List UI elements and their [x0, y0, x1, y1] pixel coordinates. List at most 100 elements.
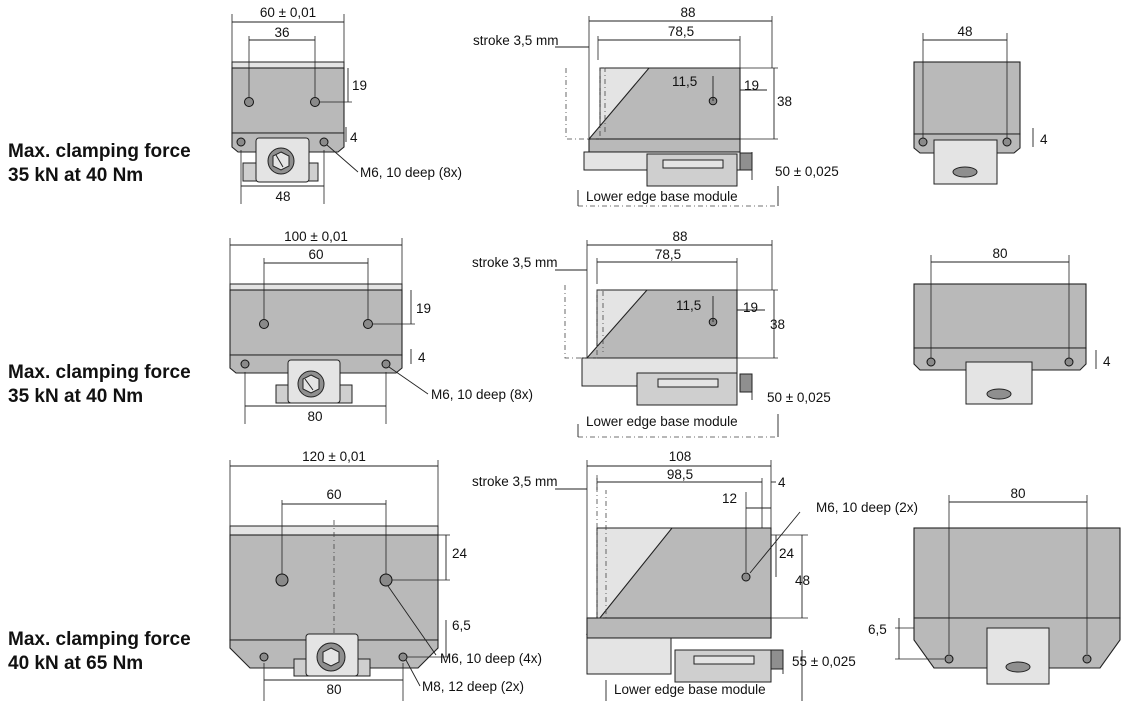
- dim-inner: 98,5: [667, 467, 693, 482]
- nut: [770, 649, 784, 670]
- thread-hole: [381, 359, 391, 369]
- side-thread-label: M6, 10 deep (2x): [816, 500, 918, 515]
- end-nut: [1005, 661, 1031, 673]
- thread-hole: [944, 654, 954, 664]
- dim-width: 80: [992, 246, 1007, 261]
- dim-height: 38: [770, 317, 785, 332]
- dim-offset: 12: [722, 491, 737, 506]
- dim-width: 48: [957, 24, 972, 39]
- front-view-row-3: 120 ± 0,01 60 24 6,5 80 M6, 10 deep (4x)…: [229, 449, 542, 701]
- side-view-row-3: 108 98,5 stroke 3,5 mm 4 12 M6, 10 deep …: [472, 449, 918, 701]
- dim-holes: 60: [326, 487, 341, 502]
- dim-small: 19: [743, 300, 758, 315]
- dim-base: 48: [275, 189, 290, 204]
- base-plate: [586, 637, 672, 675]
- thread-hole: [259, 319, 269, 329]
- caption-row-3: Max. clamping force 40 kN at 65 Nm: [8, 628, 191, 676]
- top-plate: [229, 283, 403, 291]
- caption-line: Max. clamping force: [8, 362, 191, 383]
- thread-hole: [363, 319, 373, 329]
- caption-line: 35 kN at 40 Nm: [8, 165, 144, 186]
- dim-lower: 6,5: [452, 618, 471, 633]
- end-body: [913, 61, 1021, 135]
- dim-lower: 4: [350, 130, 358, 145]
- end-body: [913, 283, 1087, 349]
- dim-height: 48: [795, 573, 810, 588]
- side-view-row-2: 88 78,5 stroke 3,5 mm 11,5 19 38 50 ± 0,…: [472, 229, 831, 438]
- nut: [739, 152, 753, 171]
- front-view-row-2: 100 ± 0,01 60 19 4 80 M6, 10 deep (8x): [229, 229, 533, 424]
- end-spindle: [986, 627, 1050, 685]
- thread-hole: [918, 137, 928, 147]
- dim-holes: 36: [274, 25, 289, 40]
- thread-hole: [310, 97, 320, 107]
- caption-row-2: Max. clamping force 35 kN at 40 Nm: [8, 361, 191, 409]
- caption-row-1: Max. clamping force 35 kN at 40 Nm: [8, 140, 191, 188]
- dim-base-height: 50 ± 0,025: [775, 164, 839, 179]
- end-view-row-3: 80 6,5: [868, 486, 1121, 685]
- dim-height: 19: [352, 78, 367, 93]
- thread-hole: [1064, 357, 1074, 367]
- dim-inner: 78,5: [655, 247, 681, 262]
- side-view-row-1: 88 78,5 stroke 3,5 mm 11,5 19 38 50 ± 0,…: [473, 5, 839, 207]
- stroke-label: stroke 3,5 mm: [473, 33, 559, 48]
- thread-hole: [236, 137, 246, 147]
- dim-lower: 4: [1103, 354, 1111, 369]
- dim-total: 88: [680, 5, 695, 20]
- spindle-slot: [657, 378, 719, 388]
- thread-hole: [1002, 137, 1012, 147]
- base-label: Lower edge base module: [614, 682, 766, 697]
- thread-hole: [379, 573, 393, 587]
- dim-lower: 6,5: [868, 622, 887, 637]
- stroke-label: stroke 3,5 mm: [472, 255, 558, 270]
- hex-socket: [302, 374, 320, 394]
- dim-right: 4: [778, 475, 786, 490]
- dim-height: 24: [452, 546, 468, 561]
- dim-offset: 11,5: [676, 298, 701, 313]
- front-view-row-1: 60 ± 0,01 36 19 4 48 M6, 10 deep (8x): [231, 5, 462, 204]
- thread-hole: [275, 573, 289, 587]
- jaw-base: [586, 617, 772, 639]
- dim-base-height: 50 ± 0,025: [767, 390, 831, 405]
- hex-socket: [272, 151, 290, 171]
- spindle-slot: [662, 159, 724, 169]
- end-view-row-1: 48 4: [913, 24, 1048, 185]
- caption-line: 35 kN at 40 Nm: [8, 386, 144, 407]
- base-label: Lower edge base module: [586, 414, 738, 429]
- dim-lower: 4: [418, 350, 426, 365]
- dim-total: 108: [669, 449, 692, 464]
- end-body: [913, 527, 1121, 619]
- dim-base: 80: [326, 682, 341, 697]
- caption-line: Max. clamping force: [8, 629, 191, 650]
- stroke-label: stroke 3,5 mm: [472, 474, 558, 489]
- thread-hole: [1082, 654, 1092, 664]
- thread-hole: [398, 652, 408, 662]
- end-nut: [952, 166, 978, 178]
- dim-total: 88: [672, 229, 687, 244]
- caption-line: Max. clamping force: [8, 141, 191, 162]
- spindle-side: [674, 649, 772, 683]
- row-1: 60 ± 0,01 36 19 4 48 M6, 10 deep (8x): [231, 5, 1048, 207]
- dim-base-height: 55 ± 0,025: [792, 654, 856, 669]
- thread-hole: [240, 359, 250, 369]
- end-nut: [986, 388, 1012, 400]
- thread-label: M6, 10 deep (4x): [440, 651, 542, 666]
- dim-width: 60 ± 0,01: [260, 5, 316, 20]
- end-view-row-2: 80 4: [913, 246, 1111, 405]
- dim-inner: 78,5: [668, 24, 694, 39]
- dim-base: 80: [307, 409, 322, 424]
- spindle-side: [646, 153, 738, 187]
- thread-label-2: M8, 12 deep (2x): [422, 679, 524, 694]
- thread-hole: [319, 137, 329, 147]
- dim-small: 24: [779, 546, 795, 561]
- base-label: Lower edge base module: [586, 189, 738, 204]
- hex-socket: [322, 647, 340, 667]
- spindle-side: [636, 372, 738, 406]
- dim-offset: 11,5: [672, 74, 697, 89]
- dim-lower: 4: [1040, 132, 1048, 147]
- row-2: 100 ± 0,01 60 19 4 80 M6, 10 deep (8x): [229, 229, 1111, 438]
- thread-hole: [741, 572, 751, 582]
- dim-small: 19: [744, 78, 759, 93]
- nut: [739, 373, 753, 393]
